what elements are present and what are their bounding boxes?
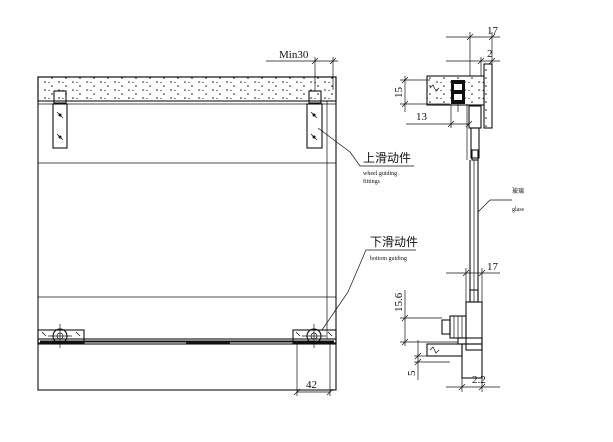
- callout-lower-en: bottom guiding: [370, 256, 407, 262]
- glass-label-en: glass: [512, 207, 525, 213]
- front-view: Min30 42 上滑动件 wheel guiding fittings 下滑动…: [37, 49, 418, 396]
- dim-top-15-label: 15: [393, 87, 405, 99]
- dim-roller-width-label: 42: [306, 379, 317, 391]
- dim-bottom-15-6-label: 15.6: [393, 292, 405, 312]
- dim-bottom-5: 5: [406, 340, 450, 380]
- callout-upper-en-2: fittings: [363, 178, 381, 185]
- dim-roller-width: 42: [293, 344, 334, 396]
- dim-top-13-label: 13: [416, 111, 428, 123]
- callout-lower: 下滑动件 bottom guiding: [321, 235, 418, 331]
- dim-min30: Min30: [266, 49, 338, 90]
- dim-bottom-2-2-label: 2.2: [472, 374, 486, 386]
- dim-top-2: 2: [446, 48, 500, 76]
- upper-hanger-left: [52, 90, 68, 149]
- top-profile: [426, 63, 493, 161]
- dim-top-17-label: 17: [487, 25, 499, 37]
- dim-bottom-17-label: 17: [487, 261, 499, 273]
- callout-upper: 上滑动件 wheel guiding fittings: [317, 127, 414, 185]
- bottom-roller-right: [292, 324, 337, 348]
- dim-bottom-15-6: 15.6: [393, 290, 458, 346]
- dim-top-17: 17: [446, 25, 500, 76]
- top-roller-block: [451, 80, 465, 104]
- callout-upper-cn: 上滑动件: [363, 151, 411, 165]
- dim-top-15: 15: [393, 76, 450, 112]
- dim-bottom-5-label: 5: [406, 370, 418, 376]
- upper-hanger-right: [306, 90, 323, 149]
- dim-min30-label: Min30: [279, 49, 309, 61]
- dim-top-2-label: 2: [487, 48, 493, 60]
- dim-top-13: 13: [406, 104, 473, 128]
- side-view: 17 2 15 13: [393, 25, 525, 392]
- dim-bottom-2-2: 2.2: [446, 374, 500, 392]
- top-track: [37, 76, 337, 102]
- bottom-profile: [426, 289, 483, 379]
- bottom-roller-left: [37, 324, 85, 348]
- glass-panel: 玻璃 glass: [469, 160, 525, 302]
- callout-lower-cn: 下滑动件: [370, 235, 418, 249]
- glass-label-cn: 玻璃: [512, 187, 524, 195]
- dim-bottom-17: 17: [446, 261, 500, 302]
- callout-upper-en-1: wheel guiding: [363, 171, 397, 177]
